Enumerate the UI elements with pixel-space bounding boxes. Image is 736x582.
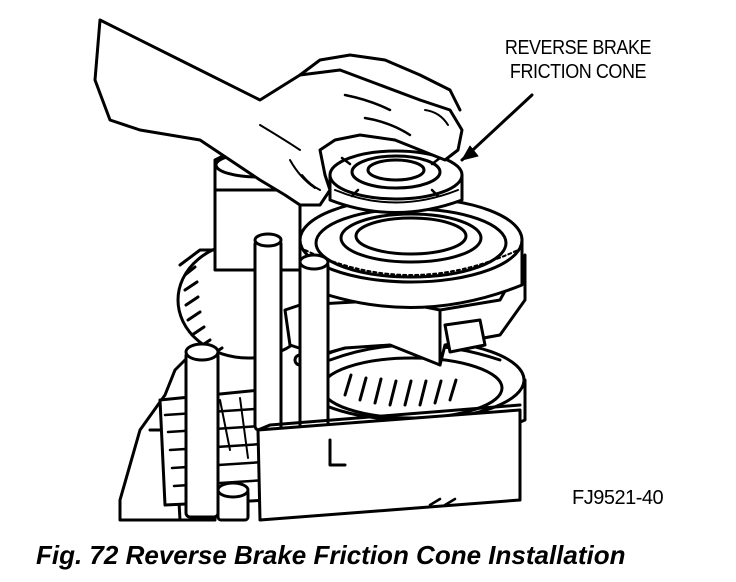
friction-cone bbox=[328, 149, 464, 214]
callout-label: REVERSE BRAKE FRICTION CONE bbox=[488, 36, 668, 84]
figure-code: FJ9521-40 bbox=[572, 487, 664, 509]
callout-arrowhead bbox=[461, 145, 479, 161]
callout-leader-line bbox=[460, 93, 534, 162]
hand bbox=[93, 18, 464, 207]
callout-label-line1: REVERSE BRAKE bbox=[504, 37, 652, 59]
fixture-block bbox=[256, 403, 522, 522]
callout-label-line2: FRICTION CONE bbox=[509, 61, 647, 83]
figure-caption: Fig. 72 Reverse Brake Friction Cone Inst… bbox=[36, 540, 626, 570]
guide-pins bbox=[184, 232, 330, 522]
synchronizer-drum bbox=[298, 196, 524, 309]
